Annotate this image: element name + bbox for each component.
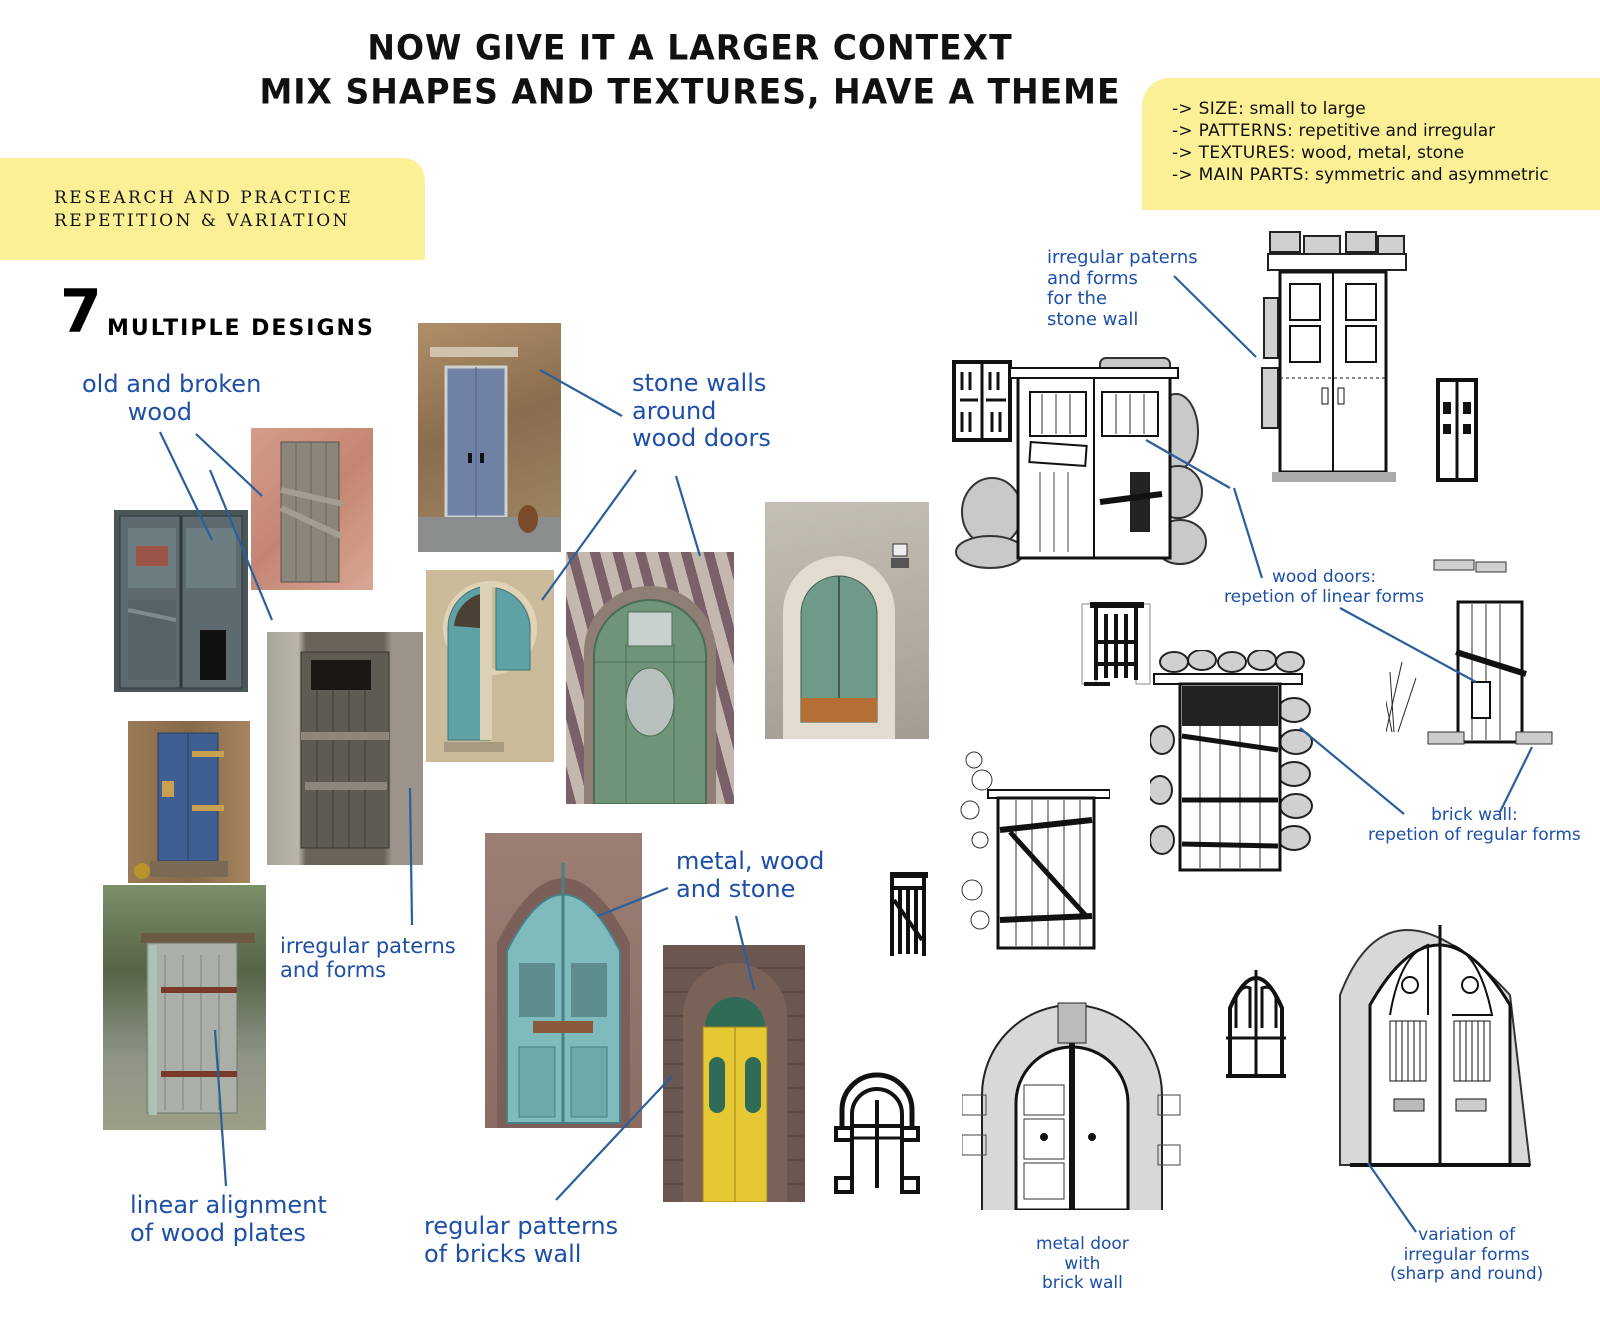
door-illustration <box>497 863 630 1128</box>
annotation-stone-walls: stone walls around wood doors <box>632 369 771 453</box>
criteria-item-size: -> SIZE: small to large <box>1172 99 1366 119</box>
page-title-line-2: MIX SHAPES AND TEXTURES, HAVE A THEME <box>259 71 1121 112</box>
annotation-linear-alignment: linear alignment of wood plates <box>130 1191 327 1247</box>
photo-green-arched-door-stone <box>765 502 929 739</box>
door-illustration <box>134 732 228 879</box>
annotation-variation-irregular: variation of irregular forms (sharp and … <box>1390 1225 1544 1285</box>
criteria-item-patterns: -> PATTERNS: repetitive and irregular <box>1172 121 1496 141</box>
sketch-metal-door-stone-arch <box>961 985 1182 1212</box>
research-line-1: RESEARCH AND PRACTICE <box>54 188 354 208</box>
sketch-small-arched-door <box>832 1070 922 1196</box>
photo-yellow-door-brown-wall <box>663 945 805 1202</box>
photo-pink-wall-boarded-door <box>251 428 373 590</box>
sketch-stone-frame-wood-door <box>1147 649 1320 880</box>
sketch-small-gothic-door <box>1222 958 1292 1082</box>
sketch-stone-wall-panel-door <box>1258 228 1410 490</box>
photo-blue-broken-door <box>128 721 250 883</box>
sketch-small-gate-brick <box>1080 596 1152 692</box>
sketch-gothic-metal-door <box>1310 855 1550 1175</box>
research-box: RESEARCH AND PRACTICE REPETITION & VARIA… <box>0 158 425 260</box>
annotation-irregular-patterns-stone-wall: irregular paterns and forms for the ston… <box>1047 247 1198 331</box>
door-illustration <box>783 543 909 739</box>
annotation-brick-wall-regular: brick wall: repetion of regular forms <box>1368 805 1581 845</box>
door-illustration <box>141 933 255 1115</box>
annotation-irregular-patterns-left: irregular paterns and forms <box>280 934 456 983</box>
sketch-small-black-door <box>1434 376 1482 488</box>
photo-outhouse-door <box>103 885 266 1130</box>
page-title-line-1: NOW GIVE IT A LARGER CONTEXT <box>367 27 1013 68</box>
photo-gothic-turquoise-door <box>485 833 642 1128</box>
sketch-shutter-window <box>952 360 1018 446</box>
sketch-outhouse-vines <box>960 740 1111 955</box>
research-line-2: REPETITION & VARIATION <box>54 211 351 231</box>
sketch-broken-double-door-stones <box>950 352 1220 570</box>
door-illustration <box>418 347 561 552</box>
door-illustration <box>584 586 716 804</box>
door-illustration <box>300 651 390 849</box>
annotation-regular-patterns-bricks: regular patterns of bricks wall <box>424 1212 619 1268</box>
section-title: MULTIPLE DESIGNS <box>107 316 375 341</box>
photo-green-arched-door-brick <box>566 552 734 804</box>
door-illustration <box>279 441 344 583</box>
photo-weathered-wood-door-stone <box>267 632 423 865</box>
annotation-old-broken-wood: old and broken wood <box>82 370 262 426</box>
photo-blue-door-stone-wall <box>418 323 561 552</box>
sketch-small-slanted-gate <box>886 870 946 962</box>
photo-teal-double-door-broken <box>114 510 248 692</box>
door-illustration <box>119 515 243 689</box>
criteria-item-main-parts: -> MAIN PARTS: symmetric and asymmetric <box>1172 165 1549 185</box>
section-number: 7 <box>60 277 102 347</box>
door-illustration <box>443 581 537 752</box>
criteria-item-textures: -> TEXTURES: wood, metal, stone <box>1172 143 1465 163</box>
annotation-metal-wood-stone: metal, wood and stone <box>676 847 825 903</box>
annotation-metal-door-brick: metal door with brick wall <box>1036 1234 1129 1294</box>
annotation-wood-doors-linear: wood doors: repetion of linear forms <box>1224 567 1425 607</box>
door-illustration <box>683 963 787 1202</box>
photo-art-nouveau-teal-door <box>426 570 554 762</box>
criteria-box: -> SIZE: small to large -> PATTERNS: rep… <box>1142 78 1600 210</box>
